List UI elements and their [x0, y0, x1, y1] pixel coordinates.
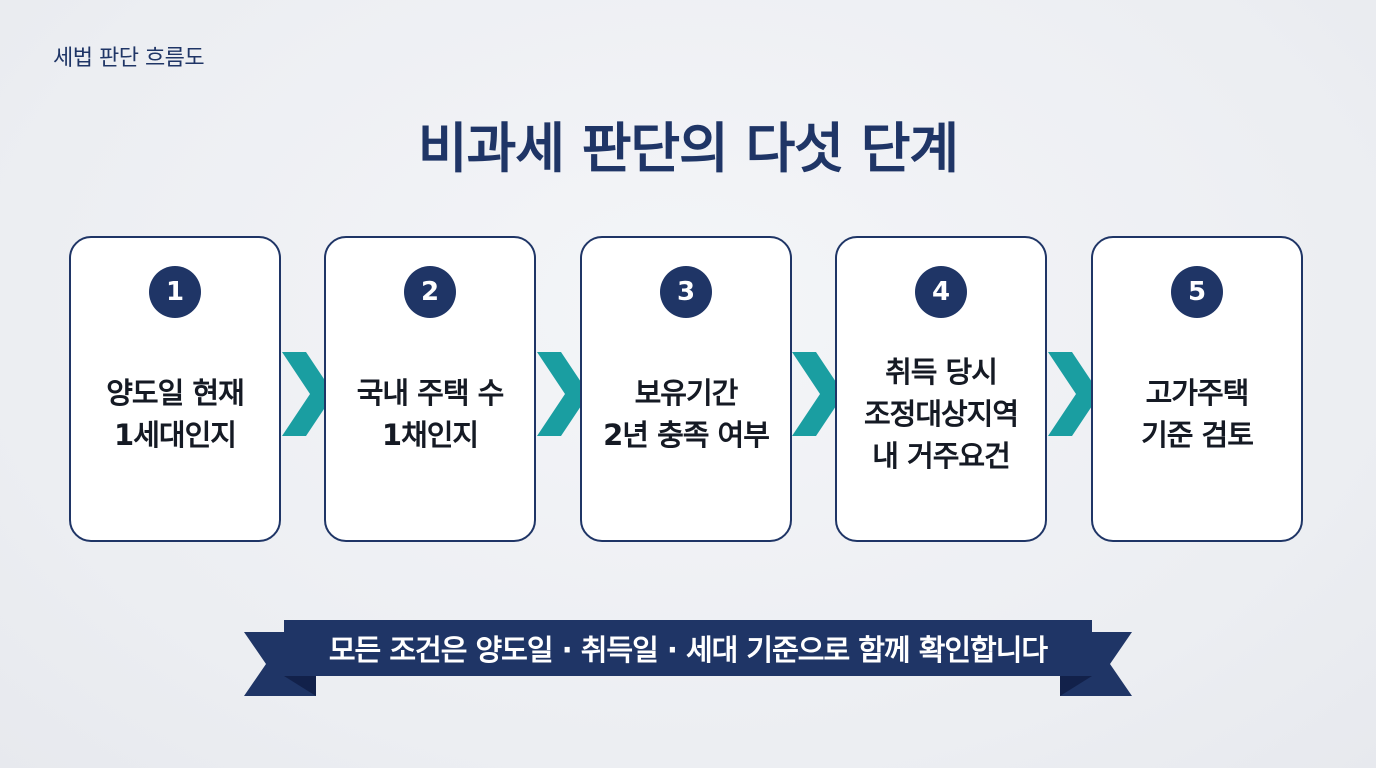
step-label-2: 국내 주택 수 1채인지: [356, 376, 505, 452]
step-card-2: 2 국내 주택 수 1채인지: [324, 236, 536, 542]
step-label-4: 취득 당시 조정대상지역 내 거주요건: [863, 355, 1019, 473]
step-number-badge-5: 5: [1171, 266, 1223, 318]
step-label-5: 고가주택 기준 검토: [1141, 376, 1254, 452]
step-number-badge-4: 4: [915, 266, 967, 318]
footer-banner-text: 모든 조건은 양도일 · 취득일 · 세대 기준으로 함께 확인합니다: [328, 633, 1048, 667]
step-label-1: 양도일 현재 1세대인지: [106, 376, 245, 452]
chevron-arrow-icon-4: [1048, 352, 1100, 436]
chevron-arrow-icon-1: [282, 352, 334, 436]
step-card-5: 5 고가주택 기준 검토: [1091, 236, 1303, 542]
step-label-3: 보유기간 2년 충족 여부: [603, 376, 770, 452]
diagram-subtitle: 세법 판단 흐름도: [53, 46, 205, 71]
ribbon-banner-shape: [244, 620, 1132, 696]
step-card-4: 4 취득 당시 조정대상지역 내 거주요건: [835, 236, 1047, 542]
chevron-arrow-icon-3: [792, 352, 844, 436]
step-number-badge-1: 1: [149, 266, 201, 318]
step-number-badge-3: 3: [660, 266, 712, 318]
step-card-1: 1 양도일 현재 1세대인지: [69, 236, 281, 542]
chevron-arrow-icon-2: [537, 352, 589, 436]
step-card-3: 3 보유기간 2년 충족 여부: [580, 236, 792, 542]
diagram-title: 비과세 판단의 다섯 단계: [417, 117, 959, 180]
step-number-badge-2: 2: [404, 266, 456, 318]
